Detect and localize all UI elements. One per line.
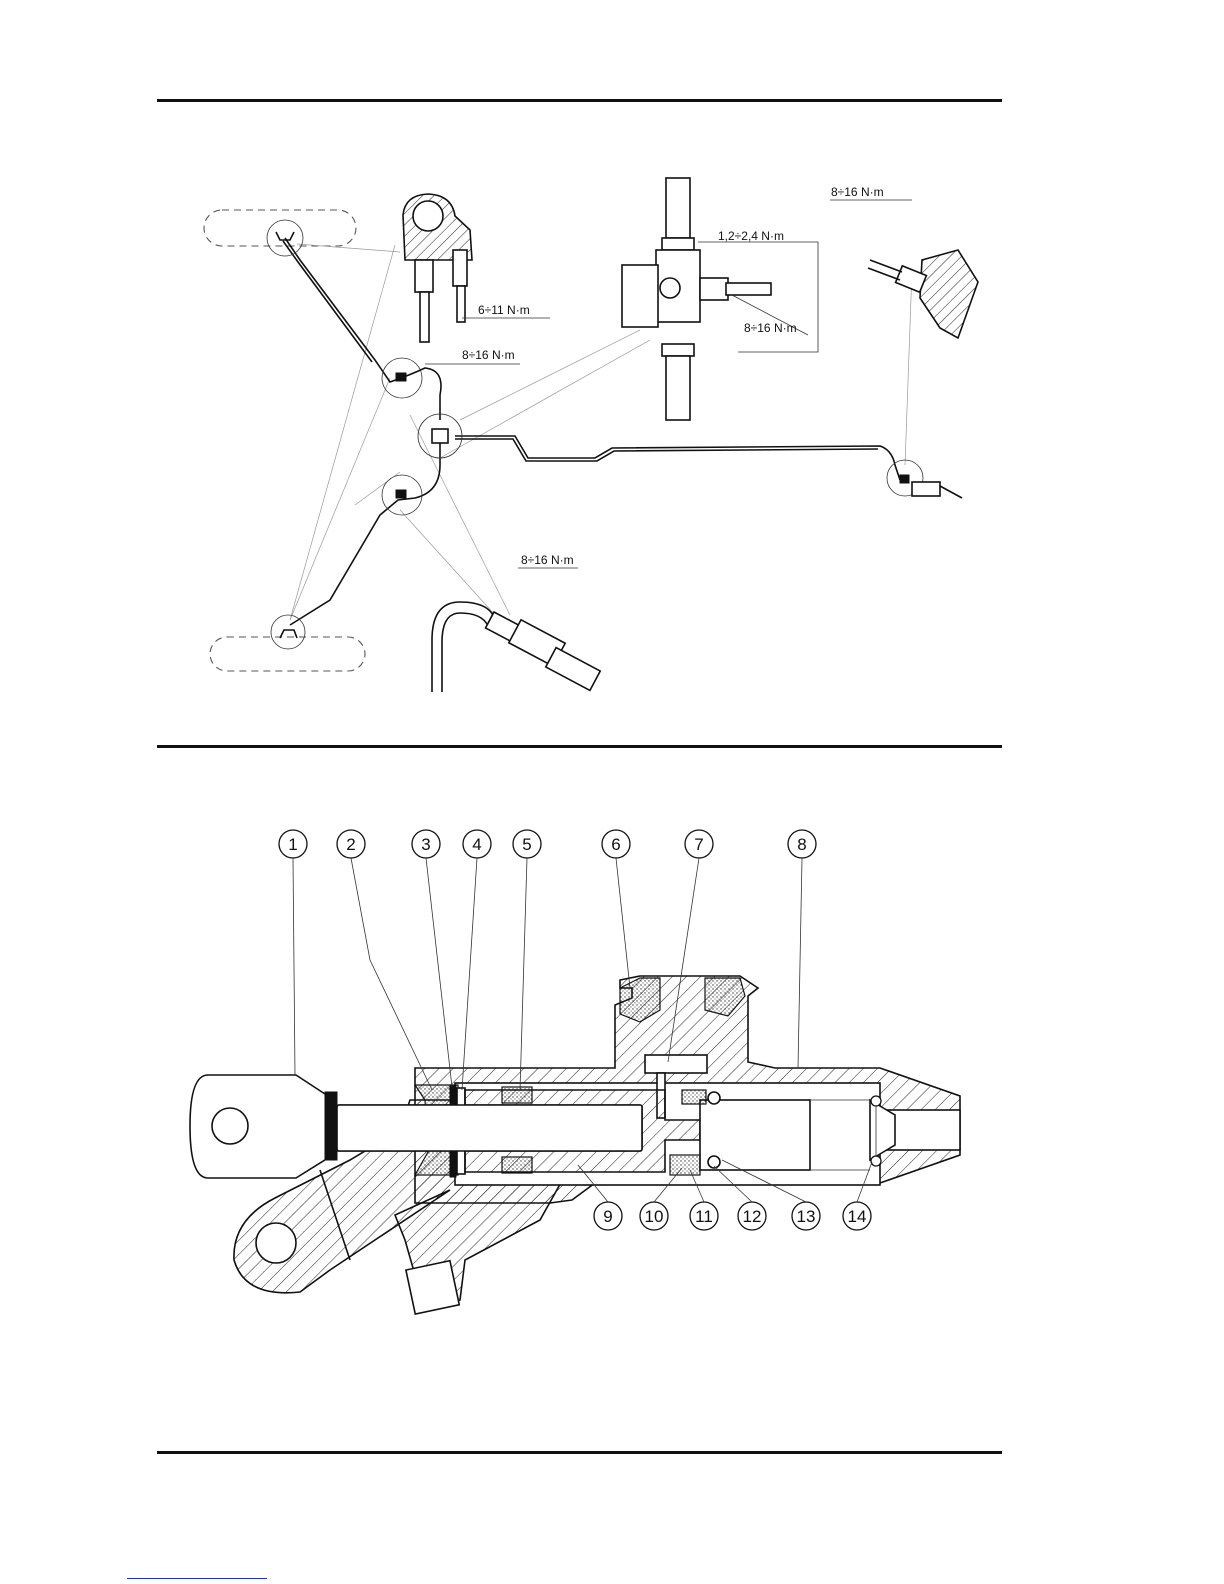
callout-10: 10 <box>645 1207 664 1226</box>
callout-13: 13 <box>797 1207 816 1226</box>
brake-lines-diagram: 6÷11 N·m 8÷16 N·m 1,2÷2,4 N·m 8÷16 N·m 8… <box>0 120 1224 740</box>
callout-8: 8 <box>797 835 806 854</box>
callout-7: 7 <box>694 835 703 854</box>
leader-lines <box>290 244 912 620</box>
middle-rule <box>157 745 1002 748</box>
torque-tee-side: 8÷16 N·m <box>744 321 797 335</box>
callout-12: 12 <box>743 1207 762 1226</box>
brake-pipes <box>283 238 900 625</box>
torque-bleeder-upper: 6÷11 N·m <box>478 303 530 317</box>
callout-9: 9 <box>603 1207 612 1226</box>
valve-seal <box>670 1155 700 1175</box>
reservoir-inlet <box>645 1055 707 1073</box>
bracket-mounting-hole <box>256 1223 296 1263</box>
callout-11: 11 <box>695 1207 713 1226</box>
bottom-rule <box>157 1451 1002 1454</box>
callout-14: 14 <box>848 1207 867 1226</box>
footer-link-underline <box>127 1578 267 1579</box>
callout-4: 4 <box>472 835 481 854</box>
callout-1: 1 <box>288 835 297 854</box>
callout-6: 6 <box>611 835 620 854</box>
torque-rear: 8÷16 N·m <box>831 185 884 199</box>
tee-fitting-detail <box>622 178 771 420</box>
caliper-bleeder-detail <box>403 194 472 342</box>
master-cylinder-outlet-detail <box>432 602 600 692</box>
torque-master-cylinder: 8÷16 N·m <box>521 553 574 567</box>
callout-5: 5 <box>522 835 531 854</box>
callout-3: 3 <box>421 835 430 854</box>
top-rule <box>157 99 1002 102</box>
front-right-caliper-circle <box>271 615 305 649</box>
rear-wheel-cylinder-detail <box>868 250 978 498</box>
primary-cup-seal <box>502 1087 532 1103</box>
torque-union-upper: 8÷16 N·m <box>462 348 515 362</box>
callout-2: 2 <box>346 835 355 854</box>
front-right-wheel-outline <box>210 637 365 671</box>
torque-tee-top: 1,2÷2,4 N·m <box>718 229 784 243</box>
master-cylinder-section-diagram: 1 2 3 4 5 6 7 8 9 10 11 12 13 14 <box>0 800 1224 1360</box>
